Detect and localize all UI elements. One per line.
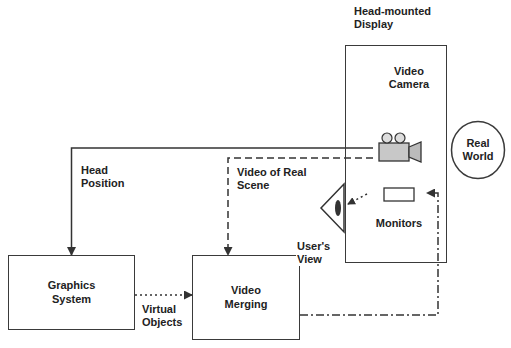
view-arrow	[348, 194, 367, 204]
node-label: Video Merging	[215, 284, 277, 310]
connector	[72, 148, 374, 255]
camera-icon	[373, 131, 445, 165]
edge-label: Head Position	[80, 164, 134, 190]
eye-shape	[321, 184, 344, 232]
process-box: Graphics System	[8, 255, 135, 330]
connector	[135, 294, 192, 296]
display-housing: Head-mounted DisplayVideo CameraMonitors	[345, 45, 447, 263]
annotation-label: User's View	[296, 240, 344, 266]
edge-label: Virtual Objects	[141, 303, 191, 329]
process-box: Video Merging	[192, 255, 300, 340]
node-label: Monitors	[371, 217, 427, 230]
world-circle: Real World	[450, 120, 506, 180]
node-label: Real World	[458, 137, 498, 163]
node-label: Graphics System	[41, 279, 103, 305]
node-heading: Head-mounted Display	[354, 5, 442, 31]
eye-lens	[335, 200, 341, 216]
camera-unit: Video Camera	[373, 63, 445, 167]
monitor-icon	[383, 187, 415, 203]
node-label: Video Camera	[384, 65, 434, 91]
edge-label: Video of Real Scene	[236, 166, 308, 192]
monitor-unit: Monitors	[371, 183, 427, 235]
